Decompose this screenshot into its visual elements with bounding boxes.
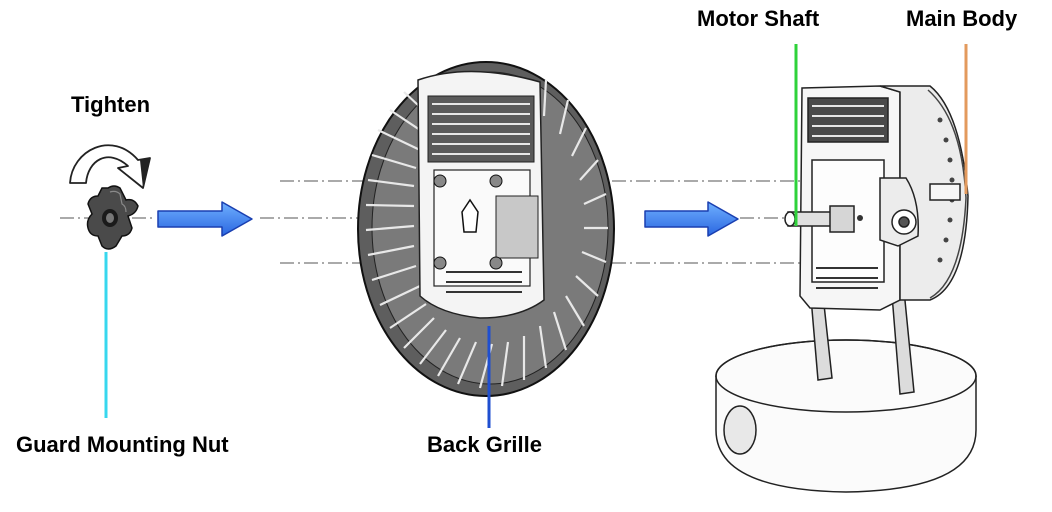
main-body-label: Main Body [906,6,1018,31]
tighten-label: Tighten [71,92,151,117]
guard-mounting-nut-label: Guard Mounting Nut [16,432,229,457]
right-arrow-icon [157,201,253,237]
motor-shaft-label: Motor Shaft [697,6,820,31]
curved-arrow-icon [69,144,151,189]
right-arrow-icon [644,201,739,237]
back-grille [357,61,615,397]
back-grille-label: Back Grille [427,432,542,457]
main-body [715,85,977,493]
guard-mounting-nut [86,185,139,250]
